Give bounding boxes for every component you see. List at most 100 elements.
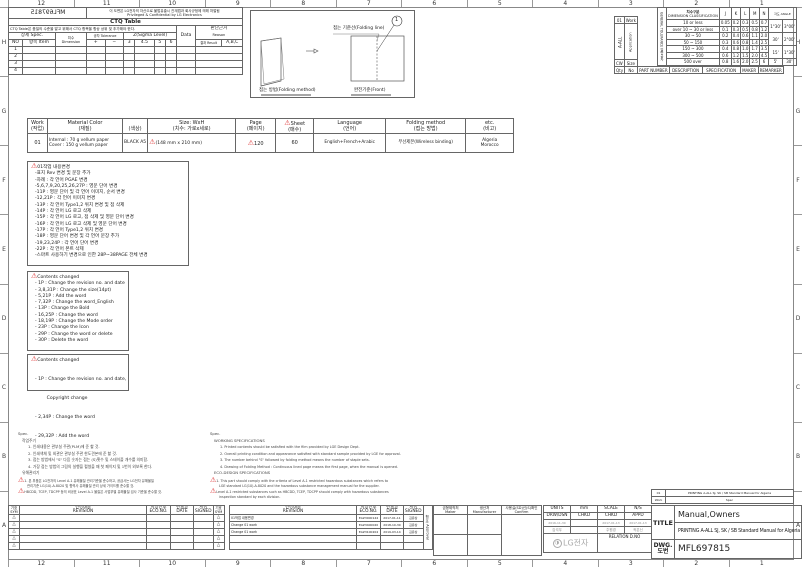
- warning-icon: ⚠: [18, 475, 25, 484]
- chkd2-name: 주원경: [597, 526, 625, 534]
- spec-item: 4. Drawing of Folding Method : Continuou…: [220, 464, 398, 469]
- footer-maker: MAKER: [739, 66, 759, 74]
- sym-triangle-icon: △: [8, 528, 20, 536]
- scale-label: SCALE: [597, 505, 625, 513]
- th-work: Work(작업): [27, 118, 48, 134]
- folding-diagram: 1 접는 기준선(Folding line) 접는 방법(Folding met…: [250, 10, 415, 98]
- zone-col: 3: [597, 560, 664, 567]
- col-l: L: [740, 7, 751, 20]
- footer-no: No: [624, 66, 639, 74]
- drawing-frame: [8, 7, 794, 560]
- zone-col: 1: [728, 560, 795, 567]
- footer-specification: SPECIFICATION: [701, 66, 741, 74]
- top-spec: Spec: [665, 496, 794, 504]
- zone-row: H: [794, 7, 802, 76]
- zone-row: H: [0, 7, 8, 76]
- zone-col: 6: [401, 0, 467, 7]
- top-no: 01: [651, 489, 666, 497]
- change-item: -5,6,7,9,20,25,26,27P : 영문 단어 변경: [35, 183, 118, 189]
- chkd2-label: CHKD: [597, 512, 625, 520]
- change-item: - 1P : Change the revision no. and date: [35, 281, 125, 287]
- change-item: - 13P : Change the Bold: [35, 306, 90, 312]
- cell-page: ⚠120: [235, 133, 277, 153]
- zone-row: C: [0, 352, 8, 422]
- zone-col: 11: [73, 560, 140, 567]
- dwg-number: MFL697815: [673, 539, 802, 559]
- item-header: 항목 Item: [22, 39, 56, 47]
- ctq-row-no: 3: [8, 60, 23, 68]
- zone-col: 2: [663, 560, 729, 567]
- rev-cell: Change 01 work: [229, 521, 357, 529]
- spec-item: 3. The number behind "S" followed by fol…: [220, 458, 370, 462]
- warning-icon: ⚠: [18, 487, 25, 495]
- zone-col: 9: [204, 560, 271, 567]
- eco-cell: EAZ3000144: [356, 514, 381, 522]
- title-value-1: Manual,Owners: [673, 505, 802, 523]
- col-n: N: [758, 7, 770, 20]
- th-sheet: ⚠Sheet(매수): [275, 118, 315, 134]
- part-work: Work: [623, 16, 638, 24]
- th-folding: Folding method(접는 방법): [385, 118, 467, 134]
- tol: 1.6: [730, 58, 742, 66]
- units-label: UNITS: [543, 505, 571, 513]
- cell-folding: 무선제본(Wireless binding): [385, 133, 467, 153]
- sigma-3: 3: [123, 39, 136, 47]
- change-item: -17P : 각 언어 Type1,2 위치 변경: [35, 227, 104, 233]
- spec-item: 2. Overall printing condition and appear…: [220, 451, 401, 456]
- change-item: -18P : 영문 단어 변경 및 각 언어 문장 추가: [35, 234, 120, 240]
- detail-spec-header: 상세 Spec.: [8, 32, 56, 40]
- top-desc: PRINTING A-ALL SJ, SK / SB Standard Manu…: [665, 489, 794, 497]
- change-item: -스마트 사용하기 변경으로 인한 28P~38PAGE 전체 변경: [35, 253, 148, 259]
- change-item: - 7,32P : Change the word_English: [35, 300, 114, 306]
- lg-logo: ◑ LG전자: [543, 533, 598, 553]
- tol: 0.05: [718, 19, 732, 27]
- tol: 6: [758, 58, 770, 66]
- sigma-header: Z(Sigma Level): [123, 32, 178, 40]
- signed-cell: 김유상: [403, 528, 424, 536]
- cell-size: ⚠(148 mm x 210 mm): [147, 133, 237, 153]
- warning-icon: ⚠: [149, 138, 156, 146]
- cell-language: English+French+Arabic: [313, 133, 387, 153]
- sigma-5: 5: [153, 39, 166, 47]
- sym-triangle-icon: △: [8, 514, 20, 522]
- zone-col: 2: [663, 0, 729, 7]
- eco-item: inspection standard by each division.: [219, 494, 281, 499]
- th-color: (색상): [121, 118, 149, 134]
- angle: 1°30': [768, 19, 783, 33]
- th-size: Size: WxH(치수: 가로x세로): [147, 118, 237, 134]
- change-box-01: ⚠01작업 내용변경 -표지 Rev 변경 및 문장 추가 -차례 : 각 언어…: [27, 161, 189, 266]
- spec-section: WORKING SPECIFICATIONS: [214, 437, 265, 443]
- zone-row: D: [794, 283, 802, 353]
- part-application: Application: [624, 23, 638, 60]
- change-item: -16P : 각 언어 LG 로고 삭제 및 영문 단어 변경: [35, 221, 127, 227]
- angle: 1°30': [781, 45, 797, 59]
- sym-triangle-icon: △: [212, 521, 225, 529]
- eco-item: LGE standard LG(10)-A-8020 and the hazar…: [219, 483, 380, 488]
- zone-col: 4: [532, 0, 598, 7]
- spec-title: Spec.: [210, 431, 221, 436]
- top-work: Work: [651, 496, 666, 504]
- warning-icon: ⚠: [247, 138, 255, 147]
- date-cell: 2018-10-30: [380, 521, 404, 529]
- zone-row: D: [0, 283, 8, 353]
- sigma-45: 4.5: [134, 39, 155, 47]
- change-item: - 5,21P : Add the word: [35, 293, 87, 299]
- warning-icon: ⚠: [31, 355, 38, 363]
- rev-cell: Change 01 work: [229, 528, 357, 536]
- ctq-note: CTQ Table은 품질의 수준을 알고 위해서 CTQ 항목을 항상 상위 …: [7, 25, 178, 33]
- ctq-block: MFL697815 이 도면은 LG전자의 자산으로 불법유출시 관계법과 회사…: [7, 7, 244, 75]
